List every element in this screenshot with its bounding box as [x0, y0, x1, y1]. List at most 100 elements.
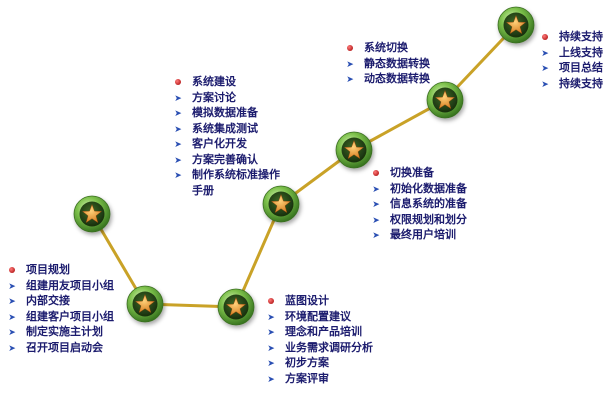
group-switch-prepare: 切换准备 ➤ 初始化数据准备 ➤ 信息系统的准备 ➤ 权限规划和划分 ➤ 最终用户培训: [368, 165, 467, 243]
group-items: 切换准备 ➤ 初始化数据准备 ➤ 信息系统的准备 ➤ 权限规划和划分 ➤ 最终用户培训: [368, 165, 467, 243]
star-node-icon: [126, 285, 164, 323]
list-item-text: 组建客户项目小组: [26, 309, 114, 323]
list-item-text: 初始化数据准备: [390, 181, 467, 195]
list-item: 系统切换: [342, 40, 430, 56]
blue-arrow-icon: ➤: [372, 231, 380, 241]
list-item: ➤ 模拟数据准备: [170, 105, 280, 121]
list-item-text: 蓝图设计: [285, 294, 329, 307]
list-item-text: 方案完善确认: [192, 152, 258, 166]
red-dot-icon: [368, 165, 384, 181]
list-item-text: 制作系统标准操作: [192, 168, 280, 181]
blue-arrow-icon: ➤: [346, 59, 354, 70]
star-node-icon: [217, 288, 255, 326]
blue-arrow-icon: ➤: [174, 109, 182, 119]
group-items: 系统切换➤静态数据转换➤动态数据转换: [342, 40, 430, 87]
blue-arrow-icon: ➤: [267, 359, 275, 369]
blue-arrow-icon: ➤: [372, 200, 380, 210]
list-item-text: 最终用户培训: [390, 228, 456, 241]
blue-arrow-icon: ➤: [174, 124, 182, 135]
group-project-start: 项目规划➤组建用友项目小组➤内部交接➤组建客户项目小组➤制定实施主计划➤召开项目…: [4, 262, 114, 355]
blue-arrow-icon: ➤: [174, 140, 182, 150]
build-continuation-text: 手册: [192, 183, 214, 197]
blue-arrow-icon: ➤: [372, 184, 380, 195]
blue-arrow-icon: ➤: [267, 374, 275, 385]
blue-arrow-icon: ➤: [346, 75, 354, 85]
list-item-text: 环境配置建议: [285, 309, 351, 323]
list-item: ➤ 方案讨论: [170, 90, 280, 106]
list-item-text: 召开项目启动会: [26, 340, 103, 354]
list-item-text: 权限规划和划分: [390, 212, 467, 226]
list-item: ➤静态数据转换: [342, 56, 430, 72]
milestone-nodes: [73, 6, 535, 326]
red-dot-icon: [342, 40, 358, 56]
star-node-icon: [73, 195, 111, 233]
list-item: ➤ 理念和产品培训: [263, 324, 373, 340]
list-item-text: 系统切换: [364, 41, 408, 54]
list-item-text: 初步方案: [285, 356, 329, 369]
star-node-icon: [262, 185, 300, 223]
list-item-text: 项目总结: [559, 61, 603, 74]
list-item: ➤ 上线支持: [537, 45, 603, 61]
list-item-text: 信息系统的准备: [390, 197, 467, 210]
list-item-text: 方案讨论: [192, 90, 236, 104]
star-node-icon: [497, 6, 535, 44]
group-system-switch: 系统切换➤静态数据转换➤动态数据转换: [342, 40, 430, 87]
red-dot-icon: [537, 29, 553, 45]
group-system-build: 系统建设➤方案讨论➤模拟数据准备➤系统集成测试➤客户化开发➤方案完善确认➤制作系…: [170, 74, 280, 198]
blue-arrow-icon: ➤: [8, 281, 16, 292]
group-items: 项目规划➤组建用友项目小组➤内部交接➤组建客户项目小组➤制定实施主计划➤召开项目…: [4, 262, 114, 355]
group-items: 蓝图设计 ➤ 环境配置建议 ➤ 理念和产品培训 ➤ 业务需求调研分析 ➤ 初步方案 ➤方案评审: [263, 293, 373, 386]
blue-arrow-icon: ➤: [174, 155, 182, 166]
list-item-text: 持续支持: [559, 76, 603, 90]
blue-arrow-icon: ➤: [267, 312, 275, 323]
blue-arrow-icon: ➤: [8, 312, 16, 323]
list-item-text: 组建用友项目小组: [26, 278, 114, 292]
list-item: ➤ 制定实施主计划: [4, 324, 114, 340]
list-item: ➤ 初步方案: [263, 355, 373, 371]
list-item: 项目规划: [4, 262, 114, 278]
red-dot-icon: [4, 262, 20, 278]
list-item-text: 动态数据转换: [364, 72, 430, 85]
list-item-text: 模拟数据准备: [192, 106, 258, 119]
list-item: ➤ 组建用友项目小组: [4, 278, 114, 294]
blue-arrow-icon: ➤: [8, 328, 16, 338]
list-item: 持续支持: [537, 29, 603, 45]
group-blueprint-design: 蓝图设计 ➤ 环境配置建议 ➤ 理念和产品培训 ➤ 业务需求调研分析 ➤ 初步方案 ➤方案评审: [263, 293, 373, 386]
list-item: ➤ 权限规划和划分: [368, 212, 467, 228]
list-item: ➤ 信息系统的准备: [368, 196, 467, 212]
blue-arrow-icon: ➤: [267, 328, 275, 338]
blue-arrow-icon: ➤: [8, 297, 16, 307]
list-item: ➤方案评审: [263, 371, 373, 387]
list-item-text: 理念和产品培训: [285, 325, 362, 338]
list-item: ➤ 组建客户项目小组: [4, 309, 114, 325]
list-item: ➤ 方案完善确认: [170, 152, 280, 168]
list-item: ➤ 系统集成测试: [170, 121, 280, 137]
list-item: 切换准备: [368, 165, 467, 181]
blue-arrow-icon: ➤: [372, 215, 380, 226]
list-item-text: 切换准备: [390, 166, 434, 179]
list-item-text: 系统建设: [192, 75, 236, 88]
blue-arrow-icon: ➤: [541, 79, 549, 90]
list-item: ➤召开项目启动会: [4, 340, 114, 356]
list-item-text: 制定实施主计划: [26, 325, 103, 338]
list-item: ➤客户化开发: [170, 136, 280, 152]
red-dot-icon: [170, 74, 186, 90]
list-item-text: 系统集成测试: [192, 121, 258, 135]
blue-arrow-icon: ➤: [267, 343, 275, 354]
group-continuous-support: 持续支持➤上线支持➤项目总结➤持续支持: [537, 29, 603, 91]
list-item-text: 上线支持: [559, 45, 603, 59]
list-item: ➤项目总结: [537, 60, 603, 76]
list-item: ➤ 业务需求调研分析: [263, 340, 373, 356]
list-item: ➤ 持续支持: [537, 76, 603, 92]
blue-arrow-icon: ➤: [541, 48, 549, 59]
list-item: 系统建设: [170, 74, 280, 90]
list-item-text: 项目规划: [26, 263, 70, 276]
list-item-text: 持续支持: [559, 30, 603, 43]
star-node-icon: [335, 131, 373, 169]
list-item: ➤ 动态数据转换: [342, 71, 430, 87]
blue-arrow-icon: ➤: [174, 93, 182, 104]
list-item-text: 业务需求调研分析: [285, 340, 373, 354]
star-node-icon: [426, 81, 464, 119]
